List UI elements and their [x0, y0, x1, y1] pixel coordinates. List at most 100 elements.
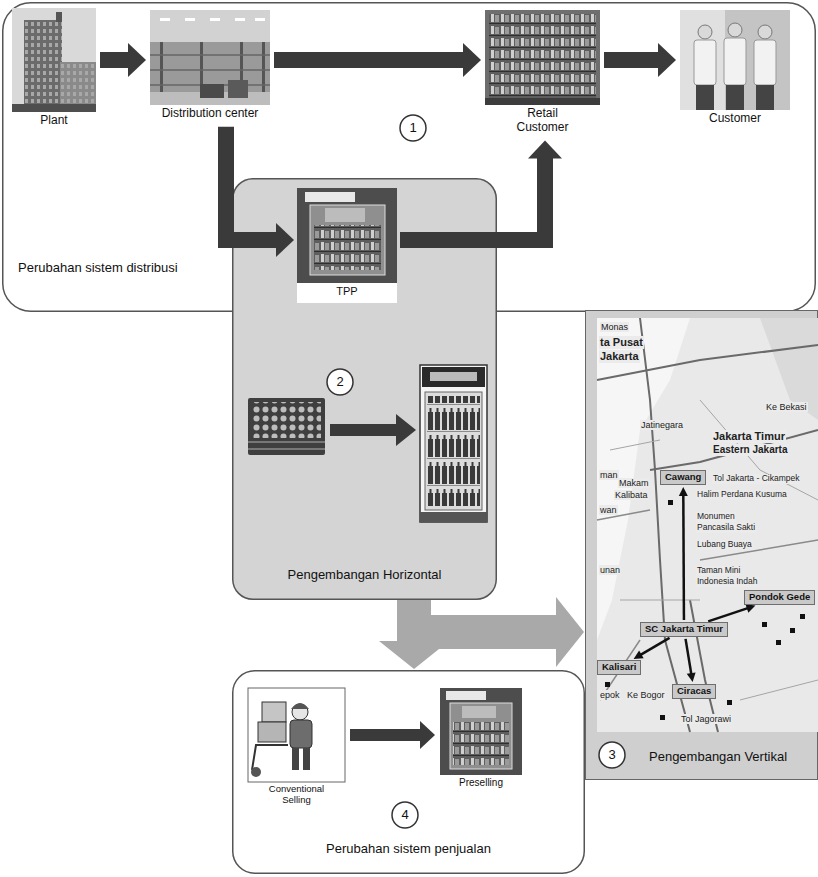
- retail-photo-part: [485, 10, 600, 105]
- map-label: Tol Jagorawi: [680, 714, 732, 724]
- callout-number: 4: [391, 801, 419, 829]
- tpp-photo-part: [310, 205, 385, 275]
- flow-arrow: [274, 43, 481, 77]
- flow-arrow: [708, 604, 755, 621]
- fridge-picture-part: [422, 367, 485, 387]
- photo-node: Conventional Selling: [248, 688, 345, 809]
- warehouse-photo-part: [235, 18, 245, 21]
- tpp-photo-part: [305, 192, 355, 202]
- customer-photo-part: [726, 85, 744, 110]
- arrow-shaft: [686, 639, 692, 674]
- location-tag: SC Jakarta Timur: [640, 622, 728, 637]
- map-picture-part: [597, 345, 818, 380]
- salesman-picture-part: [262, 702, 286, 722]
- map-picture-part: [790, 628, 795, 633]
- arrow-head: [556, 597, 584, 667]
- plant-photo-part: [12, 104, 96, 112]
- map-picture-part: [727, 700, 732, 705]
- flow-arrow: [100, 43, 146, 77]
- warehouse-photo-part: [255, 18, 265, 21]
- retail-photo: [485, 10, 600, 105]
- customer-photo-part: [696, 85, 714, 110]
- arrow-head: [528, 141, 562, 159]
- customer-photo: [680, 10, 790, 110]
- warehouse-photo-part: [200, 84, 224, 98]
- warehouse-photo-part: [210, 18, 220, 21]
- tpp-photo-part: [297, 188, 397, 283]
- location-name: Kalisari: [602, 662, 636, 673]
- crate-picture: [248, 398, 325, 455]
- tpp-photo-part: [325, 208, 365, 222]
- map-picture-part: [605, 682, 610, 687]
- map-label: Ke Bogor: [626, 690, 666, 700]
- fridge-picture-part: [420, 512, 487, 522]
- map-label: Kalibata: [614, 490, 649, 500]
- plant-photo-part: [60, 62, 96, 106]
- plant-photo-part: [12, 8, 96, 112]
- location-tag: Pondok Gede: [744, 590, 815, 605]
- customer-photo-part: [758, 25, 772, 39]
- map-label: Eastern Jakarta: [712, 444, 789, 456]
- fridge-picture-part: [427, 396, 480, 506]
- map-label: Lubang Buaya: [696, 540, 753, 550]
- salesman-picture-part: [252, 745, 288, 770]
- location-name: Cawang: [665, 472, 701, 483]
- map-picture-part: [760, 318, 818, 420]
- customer-photo-part: [754, 40, 776, 85]
- flow-arrow: [679, 487, 688, 620]
- map-label: Jatinegara: [640, 420, 684, 430]
- customer-photo-part: [694, 40, 716, 85]
- callout-number: 1: [399, 114, 427, 142]
- map-picture-part: [776, 640, 781, 645]
- salesman-picture-part: [290, 720, 312, 748]
- retail-photo-part: [485, 98, 600, 105]
- map-label: unan: [599, 565, 621, 575]
- photo-node: Retail Customer: [485, 10, 600, 138]
- arrow-head: [379, 641, 449, 669]
- panel-title: Perubahan sistem distribusi: [18, 261, 178, 276]
- plant-photo-part: [24, 20, 62, 106]
- flow-arrow: [604, 43, 676, 77]
- callout-number: 2: [326, 368, 354, 396]
- flow-arrow: [634, 638, 670, 659]
- panel-title: Perubahan sistem penjualan: [232, 842, 585, 857]
- fridge-picture-part: [430, 372, 477, 381]
- fridge-picture: [420, 365, 487, 522]
- plant-photo-part: [60, 62, 96, 106]
- map-label: wan: [599, 505, 618, 515]
- arrow-shaft: [400, 158, 545, 240]
- arrow-head: [634, 651, 644, 659]
- map-label: Halim Perdana Kusuma: [696, 490, 788, 500]
- warehouse-photo-part: [150, 10, 270, 105]
- salesman-picture-part: [303, 748, 310, 770]
- map-label: Tol Jakarta - Cikampek: [712, 474, 800, 484]
- map-picture-part: [597, 318, 818, 732]
- preselling-photo-part: [440, 688, 522, 775]
- arrow-head: [128, 43, 146, 77]
- location-name: Pondok Gede: [749, 592, 810, 603]
- photo-node: Customer: [680, 10, 790, 129]
- tpp-photo-part: [297, 283, 397, 303]
- customer-photo-part: [724, 38, 746, 85]
- customer-photo-part: [698, 25, 712, 39]
- callout-number-text: 3: [598, 741, 626, 769]
- flow-arrow: [350, 721, 435, 749]
- map-picture-part: [597, 510, 818, 700]
- warehouse-photo-part: [160, 18, 170, 21]
- panel-shape: [586, 311, 818, 780]
- map-label: Makam: [618, 478, 650, 488]
- warehouse-photo-part: [185, 18, 195, 21]
- warehouse-photo-part: [150, 10, 270, 42]
- plant-photo-part: [56, 12, 62, 22]
- fridge-picture-part: [425, 392, 482, 510]
- crate-picture-part: [252, 402, 321, 438]
- map-picture-part: [640, 318, 690, 732]
- photo-node: Preselling: [440, 688, 522, 792]
- map-label: epok: [599, 690, 621, 700]
- location-tag: Kalisari: [597, 660, 641, 675]
- tpp-photo: [297, 188, 397, 303]
- arrow-shaft: [100, 52, 129, 68]
- map-label: Taman Mini: [696, 566, 741, 576]
- map-picture-part: [800, 614, 805, 619]
- arrow-shaft: [641, 638, 670, 655]
